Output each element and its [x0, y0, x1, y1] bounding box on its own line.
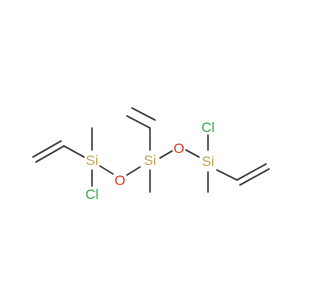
molecule-diagram: Si Cl O Si O Si Cl: [32, 107, 270, 202]
atom-si-right: Si: [202, 153, 214, 169]
bond-o-right-si-right: [185, 149, 200, 158]
bond-vinyl-center-double-a: [126, 115, 151, 129]
atoms: Si Cl O Si O Si Cl: [85, 119, 214, 202]
atom-cl-left: Cl: [85, 186, 98, 202]
bonds: [32, 107, 270, 193]
bond-vinyl-right-double-a: [236, 163, 267, 181]
bond-si-right-vinyl: [216, 169, 238, 181]
bond-vinyl-center-double-b: [131, 107, 156, 121]
atom-si-center: Si: [144, 152, 156, 168]
atom-si-left: Si: [86, 152, 98, 168]
atom-cl-right: Cl: [201, 119, 214, 135]
bond-si-left-o: [99, 165, 114, 175]
bond-vinyl-left-double-b: [32, 140, 62, 158]
bond-si-center-o: [159, 150, 173, 159]
bond-vinyl-right-double-b: [239, 168, 270, 186]
atom-o-right: O: [174, 140, 185, 156]
bond-o-left-si-center: [126, 166, 141, 176]
bond-vinyl-left-si: [63, 145, 85, 158]
bond-vinyl-left-double-a: [35, 145, 65, 163]
atom-o-left: O: [115, 172, 126, 188]
